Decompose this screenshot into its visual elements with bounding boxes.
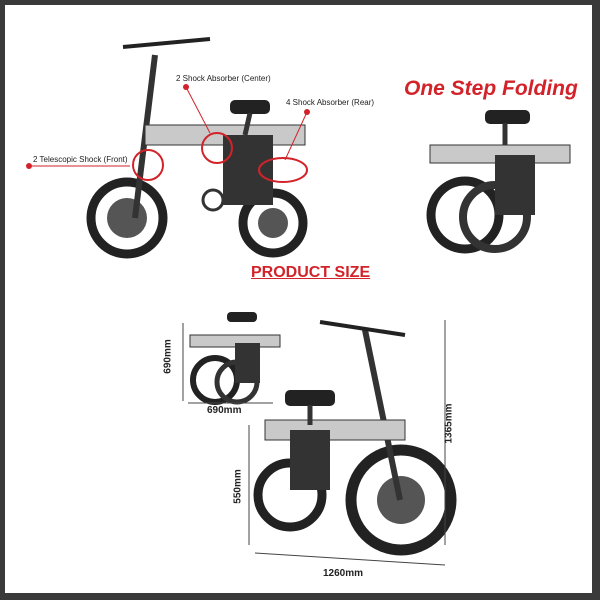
dimension-total-height: 1365mm xyxy=(443,403,455,444)
dimension-folded-height: 690mm xyxy=(162,339,174,374)
bike-folded-small-image xyxy=(182,312,281,405)
headline: One Step Folding xyxy=(404,77,578,100)
bike-folded-image xyxy=(426,110,571,254)
bike-main-image xyxy=(86,37,308,259)
callout-rear-shock: 4 Shock Absorber (Rear) xyxy=(286,98,375,107)
callout-center-shock: 2 Shock Absorber (Center) xyxy=(176,74,271,83)
section-title: PRODUCT SIZE xyxy=(251,264,371,281)
product-image: 2 Shock Absorber (Center) 4 Shock Absorb… xyxy=(5,5,592,593)
callout-front-shock: 2 Telescopic Shock (Front) xyxy=(33,155,128,164)
dimension-seat-height: 550mm xyxy=(232,469,244,504)
bike-dimension-image xyxy=(248,320,457,566)
dimension-folded-length: 690mm xyxy=(207,405,242,416)
bike-illustrations xyxy=(26,37,571,566)
dimension-total-length: 1260mm xyxy=(323,568,364,579)
callout-markers xyxy=(26,84,310,183)
